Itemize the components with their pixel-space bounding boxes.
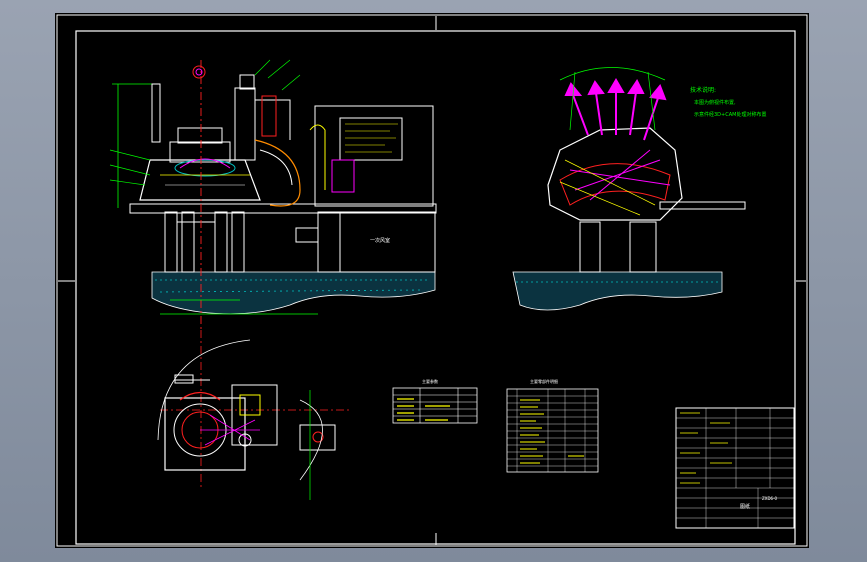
tech-notes-heading: 技术说明:	[690, 86, 716, 94]
parameter-table-title: 主要参数	[422, 378, 438, 384]
plate-label: 一次风室	[370, 237, 390, 244]
parameter-table: 主要参数	[392, 378, 478, 424]
outer-border	[56, 14, 808, 547]
title-block-name: 图纸	[740, 503, 750, 510]
title-block: 图纸 ZXD6-0	[675, 407, 795, 529]
parts-table: 主要零部件明细	[506, 378, 599, 473]
title-block-code: ZXD6-0	[762, 496, 778, 501]
plan-view	[157, 330, 350, 500]
side-elevation-view: 技术说明: 本图为俯视件布置, 示意件经3D+CAM处理对称布置	[512, 67, 766, 311]
parts-table-title: 主要零部件明细	[530, 378, 558, 384]
tech-notes-line1: 本图为俯视件布置,	[694, 99, 736, 106]
tech-notes-line2: 示意件经3D+CAM处理对称布置	[694, 111, 766, 118]
front-elevation-view: 一次风室	[109, 59, 437, 330]
